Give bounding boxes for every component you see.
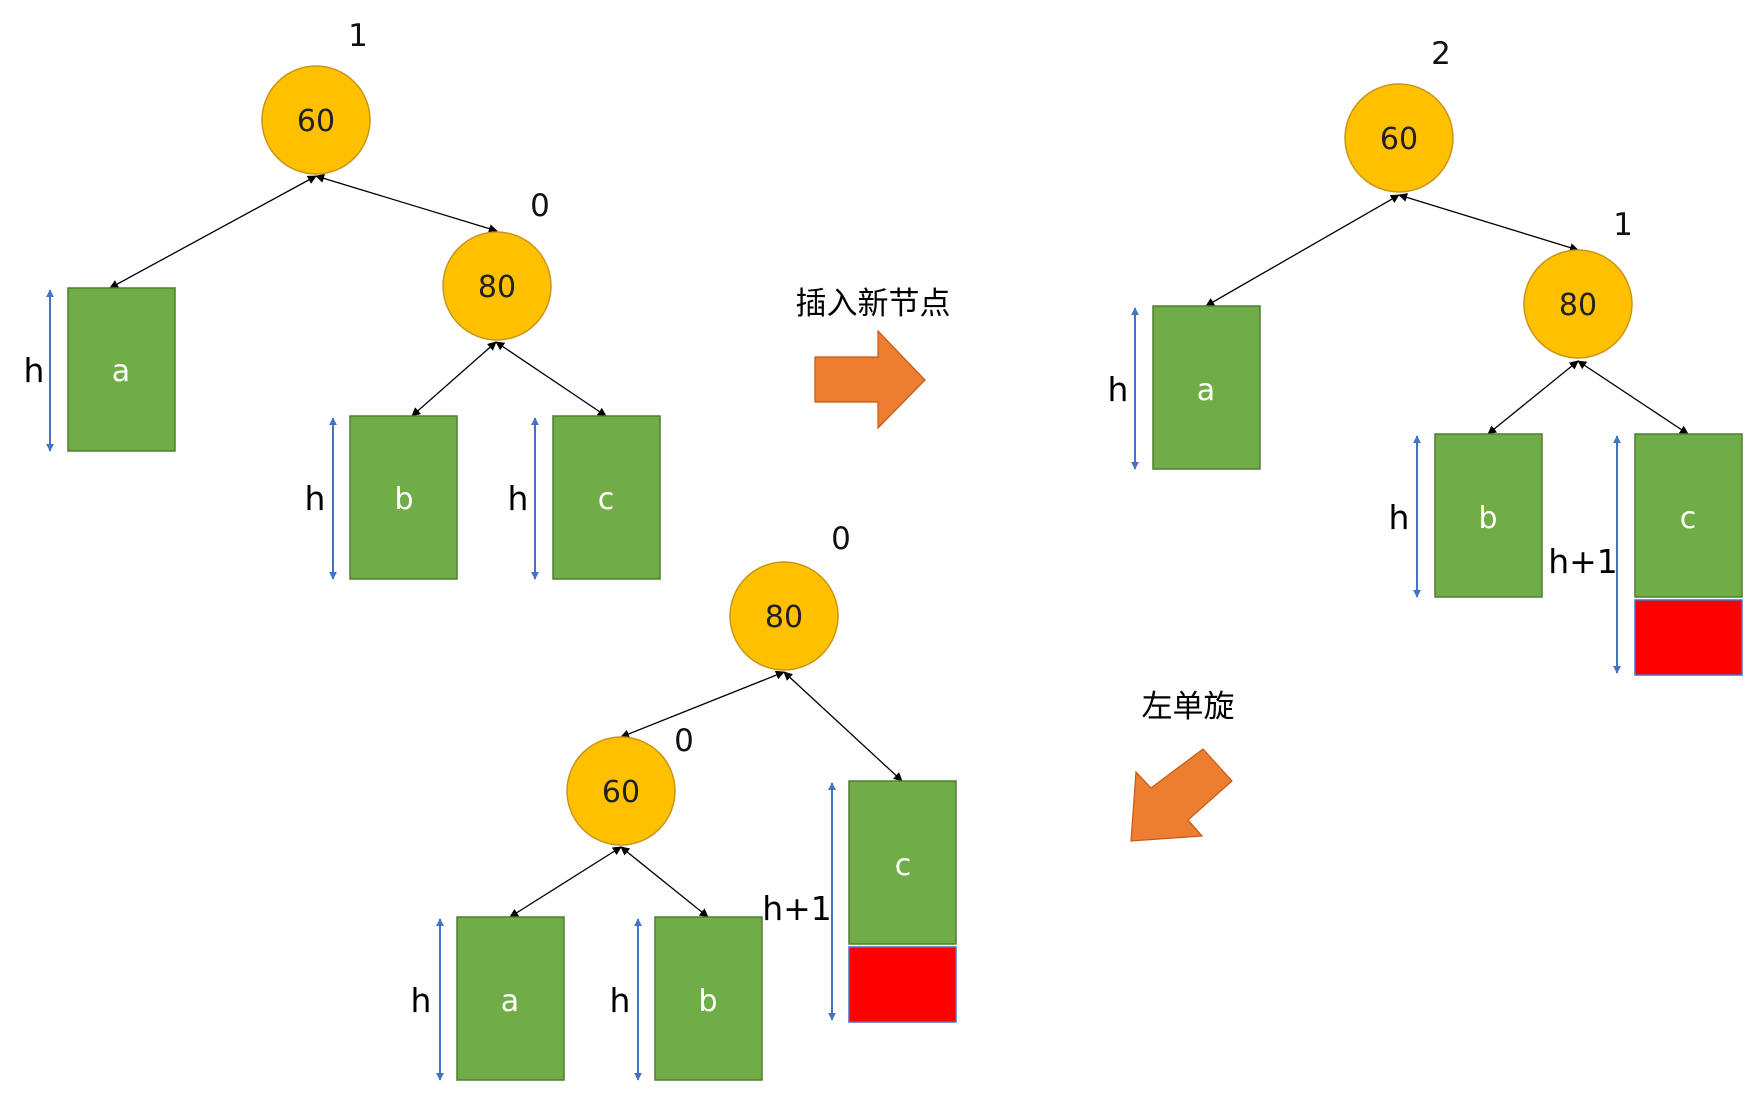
node-80: 80 (442, 231, 552, 341)
height-label-b: h (305, 479, 326, 518)
edge-80-b (411, 341, 497, 417)
subtree-c: c (848, 780, 957, 945)
subtree-a-label: a (1197, 373, 1215, 408)
subtree-c-label: c (1680, 501, 1697, 536)
node-80-balance-factor: 0 (530, 188, 550, 224)
height-label-c: h (508, 479, 529, 518)
edge-80-c (495, 341, 607, 417)
edge-80-b (1487, 360, 1579, 435)
subtree-b: b (1434, 433, 1543, 598)
height-label-a: h (24, 351, 45, 390)
subtree-a: a (456, 916, 565, 1081)
subtree-b: b (349, 415, 458, 580)
edge-60-b (620, 846, 709, 918)
node-80-value: 80 (478, 270, 516, 305)
step-insert-caption: 插入新节点 (796, 286, 951, 322)
edge-80-c (1577, 360, 1689, 435)
node-60: 60 (1344, 83, 1454, 193)
node-60-value: 60 (1380, 122, 1418, 157)
height-label-c: h+1 (1548, 542, 1618, 581)
step-insert: 插入新节点 (796, 286, 951, 430)
edge-80-c (783, 671, 903, 782)
subtree-b-label: b (698, 984, 717, 1019)
new-inserted-node (1634, 599, 1743, 676)
node-60: 60 (261, 65, 371, 175)
step-rotation-caption: 左单旋 (1142, 689, 1235, 725)
edge-60-80 (1398, 193, 1579, 252)
subtree-b: b (654, 916, 763, 1081)
diagram-after-rotation: 80 0 60 0 a h b h c h+1 (411, 521, 957, 1081)
subtree-a-label: a (112, 354, 130, 389)
node-80: 80 (1523, 249, 1633, 359)
subtree-a: a (67, 287, 176, 452)
height-label-c: h+1 (762, 889, 832, 928)
node-80-value: 80 (1559, 288, 1597, 323)
node-80-balance-factor: 0 (831, 521, 851, 557)
height-label-a: h (1108, 370, 1129, 409)
node-60: 60 (566, 736, 676, 846)
diagram-before-insert: 60 1 80 0 a h b h c h (24, 18, 661, 580)
node-60-balance-factor: 2 (1431, 36, 1451, 72)
height-label-b: h (610, 981, 631, 1020)
height-label-b: h (1389, 498, 1410, 537)
height-label-a: h (411, 981, 432, 1020)
right-arrow-icon (814, 329, 926, 430)
subtree-a: a (1152, 305, 1261, 470)
subtree-c-label: c (598, 482, 615, 517)
subtree-c: c (1634, 433, 1743, 598)
step-left-rotation: 左单旋 (1130, 689, 1235, 842)
diagram-after-insert: 60 2 80 1 a h b h c h+1 (1108, 36, 1743, 676)
node-60-value: 60 (297, 104, 335, 139)
subtree-c: c (552, 415, 661, 580)
edge-60-a (109, 175, 317, 289)
subtree-a-label: a (501, 984, 519, 1019)
node-60-balance-factor: 0 (674, 723, 694, 759)
new-inserted-node (848, 946, 957, 1023)
down-left-arrow-icon (1130, 748, 1233, 842)
node-80-value: 80 (765, 600, 803, 635)
node-80: 80 (729, 561, 839, 671)
subtree-b-label: b (1478, 501, 1497, 536)
node-80-balance-factor: 1 (1613, 207, 1633, 243)
edge-60-a (509, 846, 622, 918)
node-60-value: 60 (602, 775, 640, 810)
edge-60-a (1205, 194, 1400, 307)
edge-60-80 (315, 174, 498, 233)
subtree-b-label: b (394, 482, 413, 517)
subtree-c-label: c (895, 848, 912, 883)
edge-80-60 (620, 670, 785, 739)
node-60-balance-factor: 1 (348, 18, 368, 54)
